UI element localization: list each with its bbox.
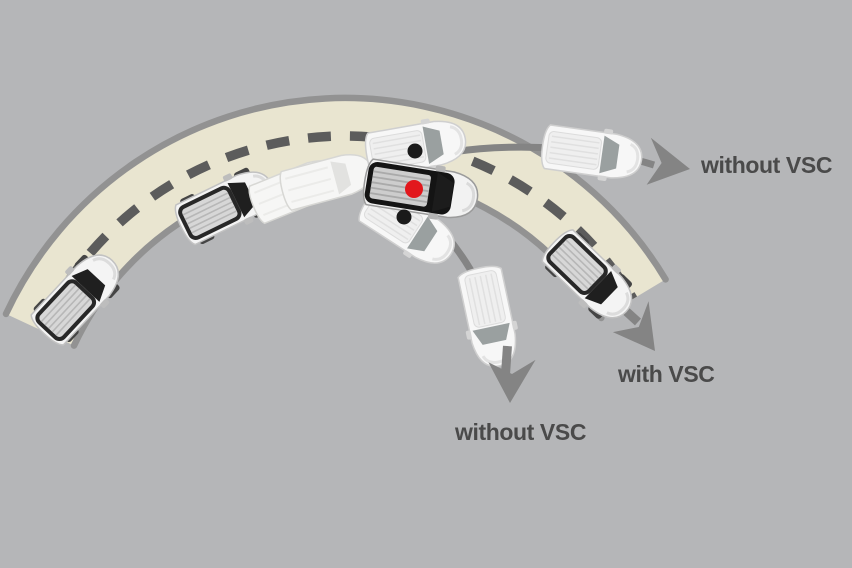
arrow-stem-bottom bbox=[501, 345, 512, 375]
label-with-vsc: with VSC bbox=[618, 361, 715, 387]
arrows bbox=[487, 137, 695, 404]
black-dot-top-car bbox=[407, 143, 423, 159]
label-without-vsc-bottom: without VSC bbox=[455, 419, 587, 445]
road-outer-border bbox=[2, 94, 669, 318]
label-without-vsc-top: without VSC bbox=[701, 152, 833, 178]
black-dot-bottom-car bbox=[396, 209, 412, 225]
road-centerline bbox=[36, 131, 638, 333]
dots-layer bbox=[396, 143, 423, 225]
red-dot-vsc-car bbox=[405, 180, 423, 198]
